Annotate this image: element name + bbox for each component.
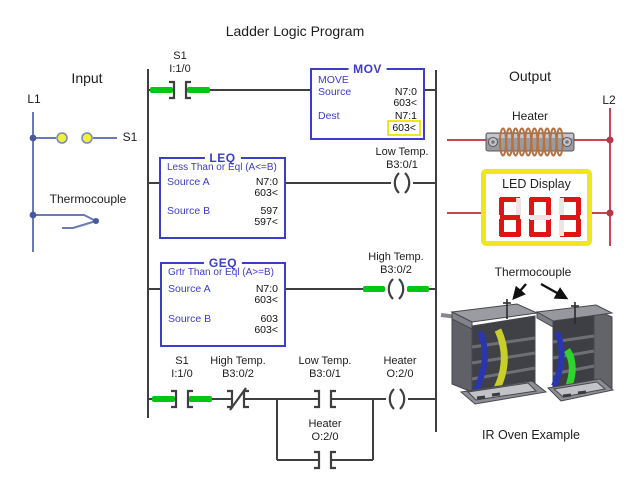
output-heading: Output	[508, 68, 552, 84]
led-display-value	[495, 197, 585, 237]
geq-instruction-block: GEQ Grtr Than or Eql (A>=B) Source A N7:0…	[160, 256, 286, 347]
geq-source-b-addr: 603	[260, 313, 278, 325]
l2-label: L2	[602, 93, 616, 107]
leq-source-a-label: Source A	[167, 176, 210, 188]
mov-dest-label: Dest	[318, 110, 340, 122]
leq-source-a-addr: N7:0	[255, 176, 278, 188]
mov-op: MOVE	[318, 74, 349, 86]
diagram-title: Ladder Logic Program	[225, 23, 365, 39]
leq-source-b-addr: 597	[260, 205, 278, 217]
l1-label: L1	[27, 92, 41, 106]
coil-low-temp	[393, 172, 411, 194]
low-temp-coil-label: Low Temp.B3:0/1	[375, 146, 429, 171]
geq-source-b-label: Source B	[168, 313, 212, 325]
input-s1-label: S1	[122, 130, 138, 144]
input-junction-dots	[29, 134, 99, 224]
mov-block-title: MOV	[348, 62, 387, 76]
mov-source-label: Source	[318, 86, 352, 98]
rung4-low-temp-label: Low Temp.B3:0/1	[298, 355, 352, 380]
leq-instruction-block: LEQ Less Than or Eql (A<=B) Source A N7:0…	[159, 151, 286, 239]
led-display-label: LED Display	[502, 177, 571, 191]
no-contact-low-temp	[314, 389, 336, 409]
ir-oven-graphic	[440, 303, 615, 405]
led-display: LED Display	[481, 169, 592, 246]
rung4-high-temp-label: High Temp.B3:0/2	[210, 355, 266, 380]
nc-contact-high-temp	[227, 387, 249, 411]
output-junction-dots	[606, 136, 614, 217]
input-thermocouple-label: Thermocouple	[49, 192, 127, 206]
mov-instruction-block: MOV MOVE Source N7:0 603< Dest N7:1 603<	[310, 62, 425, 140]
coil-heater	[388, 388, 406, 410]
geq-block-title: GEQ	[203, 256, 243, 270]
leq-block-title: LEQ	[204, 151, 241, 165]
output-thermocouple-label: Thermocouple	[494, 265, 572, 279]
thermocouple-pointer-arrows	[512, 282, 569, 301]
input-power-rail	[32, 112, 117, 252]
leq-source-a-value: 603<	[254, 187, 278, 199]
high-temp-coil-label: High Temp.B3:0/2	[368, 251, 424, 276]
leq-description: Less Than or Eql (A<=B)	[167, 162, 277, 173]
geq-source-a-addr: N7:0	[255, 283, 278, 295]
mov-source-value: 603<	[393, 97, 417, 109]
output-heater-label: Heater	[511, 109, 549, 123]
geq-source-b-value: 603<	[254, 324, 278, 336]
oven-caption: IR Oven Example	[482, 428, 580, 442]
switch-s1-terminals	[56, 132, 93, 144]
input-heading: Input	[71, 70, 103, 86]
no-contact-s1-rung4	[171, 389, 193, 409]
geq-source-a-label: Source A	[168, 283, 211, 295]
mov-source-addr: N7:0	[394, 86, 417, 98]
no-contact-s1-rung1	[169, 80, 191, 100]
thermocouple-probes	[503, 299, 579, 324]
coil-high-temp	[387, 278, 405, 300]
geq-description: Grtr Than or Eql (A>=B)	[168, 267, 274, 278]
geq-source-a-value: 603<	[254, 294, 278, 306]
energized-highlights	[150, 87, 429, 402]
mov-dest-value: 603<	[387, 120, 421, 136]
leq-source-b-label: Source B	[167, 205, 211, 217]
mov-dest-addr: N7:1	[394, 110, 417, 122]
leq-source-b-value: 597<	[254, 216, 278, 228]
ladder-rails-and-rungs	[147, 69, 437, 461]
heater-element-graphic	[485, 127, 575, 157]
contact-glyphs	[169, 80, 411, 470]
no-contact-heater-branch	[314, 450, 336, 470]
